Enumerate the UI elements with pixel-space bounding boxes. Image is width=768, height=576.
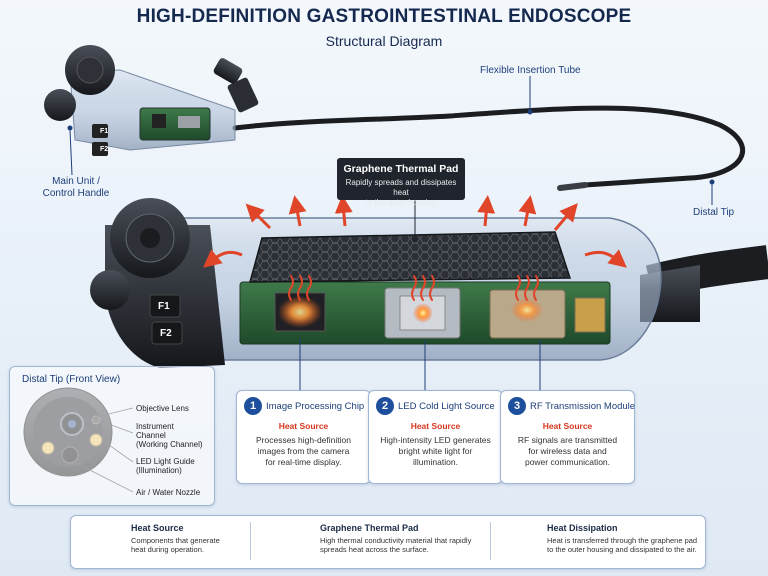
heat-source-label: Heat Source: [542, 421, 593, 431]
insertion-tube-label: Flexible Insertion Tube: [480, 65, 581, 76]
distal-tip-panel-title: Distal Tip (Front View): [22, 374, 121, 385]
thermal-pad-callout-title: Graphene Thermal Pad: [343, 163, 459, 175]
component-desc-line: images from the camera: [257, 446, 350, 456]
led-light-guide-line1: LED Light Guide: [136, 457, 195, 466]
small-button-f2: F2: [100, 146, 109, 153]
heat-wave-icon: [288, 275, 539, 301]
component-number-badge: 2: [376, 397, 394, 415]
legend-heat-dissipation-title: Heat Dissipation: [547, 523, 618, 533]
objective-lens-label: Objective Lens: [136, 404, 189, 413]
led-light-guide-line2: (Illumination): [136, 466, 182, 475]
component-desc-line: RF signals are transmitted: [517, 435, 618, 445]
component-description: RF signals are transmitted for wireless …: [507, 435, 628, 468]
air-water-nozzle-label: Air / Water Nozzle: [136, 488, 201, 497]
component-name: LED Cold Light Source: [398, 401, 495, 412]
component-number-badge: 3: [508, 397, 526, 415]
small-button-f1: F1: [100, 128, 109, 135]
button-f1: F1: [158, 301, 170, 312]
legend-heat-source-desc: Components that generate heat during ope…: [131, 536, 220, 554]
legend-heat-source-desc1: Components that generate: [131, 536, 220, 545]
legend-thermal-pad-desc1: High thermal conductivity material that …: [320, 536, 472, 545]
distal-tip-panel: [9, 366, 215, 506]
component-desc-line: Processes high-definition: [256, 435, 351, 445]
legend-heat-dissipation-desc: Heat is transferred through the graphene…: [547, 536, 697, 554]
component-name: Image Processing Chip: [266, 401, 365, 412]
component-desc-line: bright white light for: [398, 446, 473, 456]
component-desc-line: High-intensity LED generates: [380, 435, 491, 445]
instrument-channel-line3: (Working Channel): [136, 440, 203, 449]
legend: [70, 515, 706, 569]
heat-dissipation-arrows: [203, 195, 627, 268]
distal-tip-label: Distal Tip: [693, 207, 735, 218]
component-description: High-intensity LED generates bright whit…: [375, 435, 496, 468]
main-unit-label: Main Unit / Control Handle: [36, 176, 116, 200]
component-card-image-chip: 1 Image Processing Chip Heat Source Proc…: [236, 390, 371, 484]
led-light-guide-label: LED Light Guide (Illumination): [136, 457, 195, 475]
page-title: HIGH-DEFINITION GASTROINTESTINAL ENDOSCO…: [136, 6, 632, 27]
legend-heat-dissipation-desc2: to the outer housing and dissipated to t…: [547, 545, 697, 554]
legend-divider: [490, 522, 491, 560]
page-subtitle: Structural Diagram: [325, 33, 443, 49]
component-desc-line: for wireless data and: [528, 446, 607, 456]
thermal-pad-callout-desc1: Rapidly spreads and dissipates heat: [345, 178, 457, 197]
legend-thermal-pad-desc2: spreads heat across the surface.: [320, 545, 429, 554]
instrument-channel-line2: Channel: [136, 431, 166, 440]
legend-heat-source-title: Heat Source: [131, 523, 184, 533]
component-name: RF Transmission Module: [530, 401, 636, 412]
thermal-pad-callout-desc2: to the outer housing: [365, 198, 437, 207]
graphene-thermal-pad: [249, 231, 572, 283]
legend-thermal-pad-desc: High thermal conductivity material that …: [320, 536, 471, 554]
button-f2: F2: [160, 328, 172, 339]
component-number-badge: 1: [244, 397, 262, 415]
legend-heat-dissipation-desc1: Heat is transferred through the graphene…: [547, 536, 698, 545]
main-unit-label-line2: Control Handle: [42, 188, 110, 199]
instrument-channel-line1: Instrument: [136, 422, 174, 431]
heat-source-label: Heat Source: [278, 421, 329, 431]
component-desc-line: for real-time display.: [265, 457, 342, 467]
legend-heat-source-desc2: heat during operation.: [131, 545, 204, 554]
main-unit-label-line1: Main Unit /: [52, 176, 100, 187]
component-card-rf: 3 RF Transmission Module Heat Source RF …: [500, 390, 635, 484]
insertion-tube: [232, 105, 745, 188]
component-desc-line: illumination.: [413, 457, 458, 467]
instrument-channel-label: Instrument Channel (Working Channel): [136, 422, 203, 449]
component-description: Processes high-definition images from th…: [243, 435, 364, 468]
heat-source-label: Heat Source: [410, 421, 461, 431]
legend-divider: [250, 522, 251, 560]
legend-thermal-pad-title: Graphene Thermal Pad: [320, 523, 419, 533]
thermal-pad-callout: Graphene Thermal Pad Rapidly spreads and…: [337, 158, 465, 207]
component-card-led: 2 LED Cold Light Source Heat Source High…: [368, 390, 503, 484]
component-desc-line: power communication.: [524, 457, 611, 467]
